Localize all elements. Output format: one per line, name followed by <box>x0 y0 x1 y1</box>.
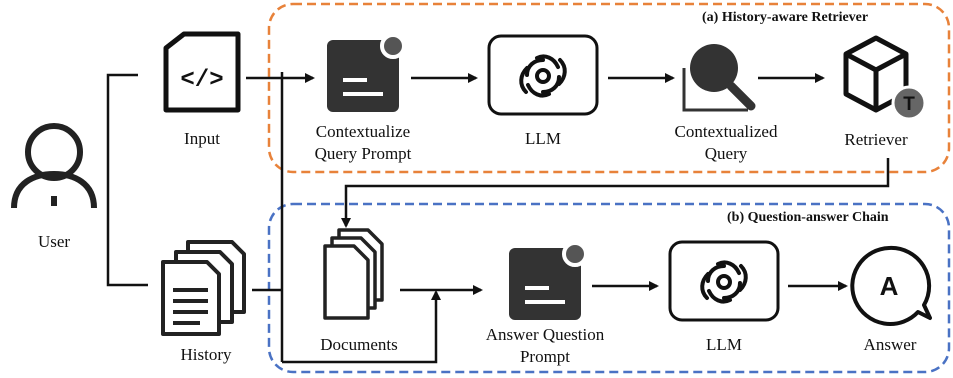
answer-badge-letter: A <box>880 271 899 301</box>
user-icon <box>11 123 97 209</box>
llm-icon-top <box>487 34 599 116</box>
llm-icon-bottom <box>668 240 780 322</box>
contextualized-query-label-line1: Contextualized <box>674 122 778 141</box>
llm-bottom-label: LLM <box>706 335 742 354</box>
code-glyph: </> <box>180 67 223 94</box>
contextualize-prompt-icon <box>327 33 406 112</box>
answer-label: Answer <box>863 335 917 354</box>
answer-prompt-icon <box>509 241 588 320</box>
history-files-icon <box>161 240 246 336</box>
answer-bubble-icon: A <box>850 245 932 326</box>
answer-prompt-label-line2: Prompt <box>519 347 571 366</box>
user-label: User <box>37 232 71 251</box>
retriever-label: Retriever <box>844 130 908 149</box>
code-file-icon: </> <box>163 31 241 113</box>
documents-label: Documents <box>320 335 398 354</box>
qa-section-box <box>267 202 951 374</box>
retriever-to-documents-arrow <box>341 158 890 228</box>
documents-stack-icon <box>323 228 384 320</box>
retriever-badge-letter: T <box>903 94 915 115</box>
contextualized-query-label-line2: Query <box>704 144 748 163</box>
history-to-merge-arrow <box>282 290 441 364</box>
history-label: History <box>180 345 232 364</box>
search-query-icon <box>682 44 756 112</box>
input-label: Input <box>184 129 220 148</box>
retriever-badge-circle <box>891 85 927 121</box>
retriever-section-box <box>267 2 951 174</box>
retriever-section-title: (a) History-aware Retriever <box>702 10 869 25</box>
qa-section-title: (b) Question-answer Chain <box>727 210 889 225</box>
llm-top-label: LLM <box>525 129 561 148</box>
answer-prompt-label-line1: Answer Question <box>485 325 605 344</box>
retriever-cube-icon <box>843 35 909 113</box>
contextualize-prompt-label-line2: Query Prompt <box>314 144 412 163</box>
contextualize-prompt-label-line1: Contextualize <box>315 122 411 141</box>
user-bracket <box>106 73 148 287</box>
